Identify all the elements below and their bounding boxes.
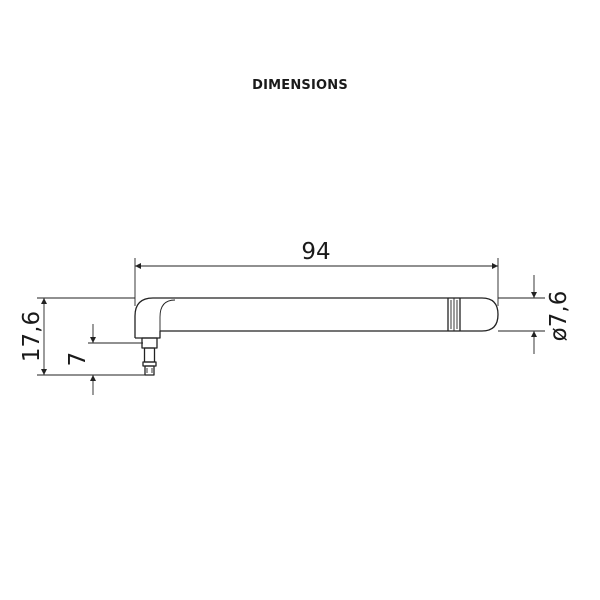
antenna-body [134,297,499,376]
antenna-rod-bottom-outline [135,330,448,339]
page-title: DIMENSIONS [252,78,348,93]
connector-pin [141,337,158,376]
antenna-elbow-outline [134,297,448,338]
antenna-tip [460,297,499,332]
connector-dimension: 7 [65,324,143,395]
length-label: 94 [301,239,330,265]
diameter-dimension: ø7,6 [498,275,572,354]
antenna-elbow-inner-arc [159,299,176,336]
height-label: 17,6 [19,311,45,362]
length-dimension: 94 [134,239,499,306]
height-dimension: 17,6 [19,297,145,376]
diameter-label: ø7,6 [546,291,572,342]
connector-label: 7 [65,352,91,367]
